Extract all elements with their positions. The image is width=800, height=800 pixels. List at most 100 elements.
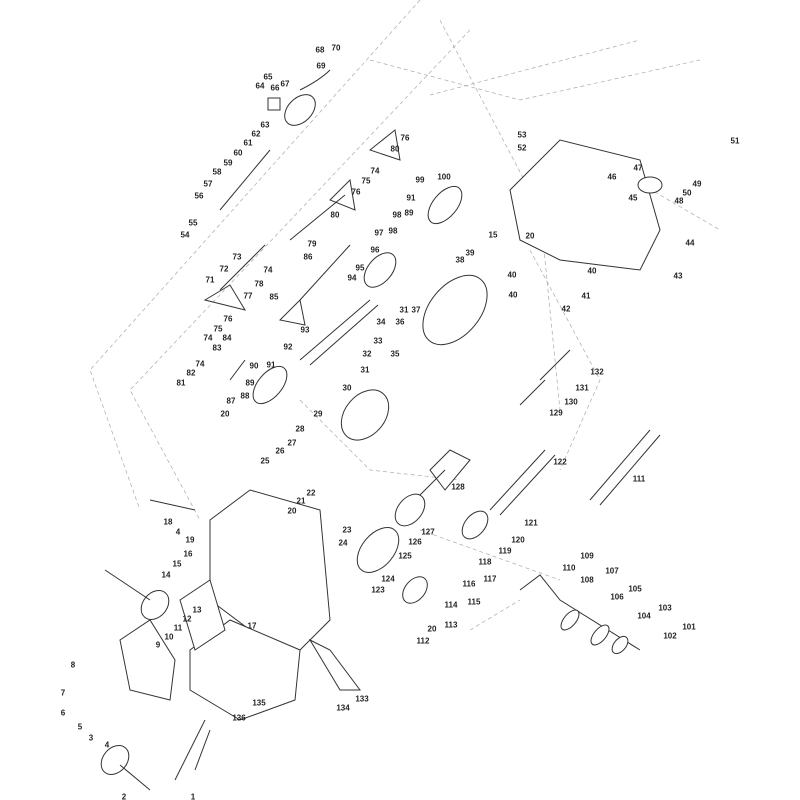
part-callout-67[interactable]: 67 (280, 79, 290, 89)
part-callout-57[interactable]: 57 (203, 179, 213, 189)
part-callout-76[interactable]: 76 (400, 133, 410, 143)
part-callout-128[interactable]: 128 (451, 482, 465, 492)
part-callout-129[interactable]: 129 (549, 408, 563, 418)
part-callout-40[interactable]: 40 (507, 270, 517, 280)
part-callout-14[interactable]: 14 (161, 570, 171, 580)
part-callout-119[interactable]: 119 (498, 546, 512, 556)
part-callout-114[interactable]: 114 (444, 600, 458, 610)
part-callout-49[interactable]: 49 (692, 179, 702, 189)
part-callout-131[interactable]: 131 (575, 383, 589, 393)
part-callout-136[interactable]: 136 (232, 713, 246, 723)
part-callout-79[interactable]: 79 (307, 239, 317, 249)
part-callout-3[interactable]: 3 (88, 733, 94, 743)
part-callout-31[interactable]: 31 (360, 365, 370, 375)
part-callout-91[interactable]: 91 (266, 360, 276, 370)
part-callout-18[interactable]: 18 (163, 517, 173, 527)
part-callout-83[interactable]: 83 (212, 343, 222, 353)
part-callout-20[interactable]: 20 (525, 231, 535, 241)
part-callout-112[interactable]: 112 (416, 636, 430, 646)
part-callout-76[interactable]: 76 (351, 187, 361, 197)
part-callout-35[interactable]: 35 (390, 349, 400, 359)
part-callout-72[interactable]: 72 (219, 264, 229, 274)
part-callout-66[interactable]: 66 (270, 83, 280, 93)
part-callout-98[interactable]: 98 (388, 226, 398, 236)
part-callout-126[interactable]: 126 (408, 537, 422, 547)
part-callout-89[interactable]: 89 (404, 208, 414, 218)
part-callout-16[interactable]: 16 (183, 549, 193, 559)
part-callout-38[interactable]: 38 (455, 255, 465, 265)
part-callout-29[interactable]: 29 (313, 409, 323, 419)
part-callout-78[interactable]: 78 (254, 279, 264, 289)
part-callout-2[interactable]: 2 (121, 792, 127, 800)
part-callout-55[interactable]: 55 (188, 218, 198, 228)
part-callout-93[interactable]: 93 (300, 325, 310, 335)
part-callout-102[interactable]: 102 (663, 631, 677, 641)
part-callout-113[interactable]: 113 (444, 620, 458, 630)
part-callout-39[interactable]: 39 (465, 248, 475, 258)
part-callout-48[interactable]: 48 (674, 196, 684, 206)
part-callout-12[interactable]: 12 (182, 614, 192, 624)
part-callout-60[interactable]: 60 (233, 148, 243, 158)
part-callout-94[interactable]: 94 (347, 273, 357, 283)
part-callout-33[interactable]: 33 (373, 336, 383, 346)
part-callout-53[interactable]: 53 (517, 130, 527, 140)
part-callout-52[interactable]: 52 (517, 143, 527, 153)
part-callout-77[interactable]: 77 (243, 291, 253, 301)
part-callout-122[interactable]: 122 (553, 457, 567, 467)
part-callout-62[interactable]: 62 (251, 129, 261, 139)
part-callout-80[interactable]: 80 (330, 210, 340, 220)
part-callout-31[interactable]: 31 (399, 305, 409, 315)
part-callout-7[interactable]: 7 (60, 688, 66, 698)
part-callout-116[interactable]: 116 (462, 579, 476, 589)
part-callout-37[interactable]: 37 (411, 305, 421, 315)
part-callout-17[interactable]: 17 (247, 621, 257, 631)
part-callout-56[interactable]: 56 (194, 191, 204, 201)
part-callout-34[interactable]: 34 (376, 317, 386, 327)
part-callout-61[interactable]: 61 (243, 138, 253, 148)
part-callout-74[interactable]: 74 (195, 359, 205, 369)
part-callout-108[interactable]: 108 (580, 575, 594, 585)
part-callout-115[interactable]: 115 (467, 597, 481, 607)
part-callout-36[interactable]: 36 (395, 317, 405, 327)
part-callout-8[interactable]: 8 (70, 660, 76, 670)
part-callout-111[interactable]: 111 (632, 474, 646, 484)
part-callout-20[interactable]: 20 (427, 624, 437, 634)
part-callout-11[interactable]: 11 (173, 623, 183, 633)
part-callout-74[interactable]: 74 (370, 166, 380, 176)
part-callout-109[interactable]: 109 (580, 551, 594, 561)
part-callout-70[interactable]: 70 (331, 43, 341, 53)
part-callout-40[interactable]: 40 (508, 290, 518, 300)
part-callout-4[interactable]: 4 (175, 527, 181, 537)
part-callout-120[interactable]: 120 (511, 535, 525, 545)
part-callout-25[interactable]: 25 (260, 456, 270, 466)
part-callout-74[interactable]: 74 (203, 333, 213, 343)
part-callout-106[interactable]: 106 (610, 592, 624, 602)
part-callout-101[interactable]: 101 (682, 622, 696, 632)
part-callout-41[interactable]: 41 (581, 291, 591, 301)
part-callout-92[interactable]: 92 (283, 342, 293, 352)
part-callout-15[interactable]: 15 (488, 230, 498, 240)
part-callout-23[interactable]: 23 (342, 525, 352, 535)
part-callout-130[interactable]: 130 (564, 397, 578, 407)
part-callout-75[interactable]: 75 (361, 176, 371, 186)
part-callout-80[interactable]: 80 (390, 144, 400, 154)
part-callout-44[interactable]: 44 (685, 238, 695, 248)
part-callout-10[interactable]: 10 (164, 632, 174, 642)
part-callout-132[interactable]: 132 (590, 367, 604, 377)
part-callout-58[interactable]: 58 (212, 167, 222, 177)
part-callout-96[interactable]: 96 (370, 245, 380, 255)
part-callout-73[interactable]: 73 (232, 252, 242, 262)
part-callout-95[interactable]: 95 (355, 263, 365, 273)
part-callout-134[interactable]: 134 (336, 703, 350, 713)
part-callout-104[interactable]: 104 (637, 611, 651, 621)
part-callout-100[interactable]: 100 (437, 172, 451, 182)
part-callout-6[interactable]: 6 (60, 708, 66, 718)
part-callout-5[interactable]: 5 (77, 722, 83, 732)
part-callout-117[interactable]: 117 (483, 574, 497, 584)
part-callout-20[interactable]: 20 (287, 506, 297, 516)
part-callout-26[interactable]: 26 (275, 446, 285, 456)
part-callout-105[interactable]: 105 (628, 584, 642, 594)
part-callout-98[interactable]: 98 (392, 210, 402, 220)
part-callout-75[interactable]: 75 (213, 324, 223, 334)
part-callout-97[interactable]: 97 (374, 228, 384, 238)
